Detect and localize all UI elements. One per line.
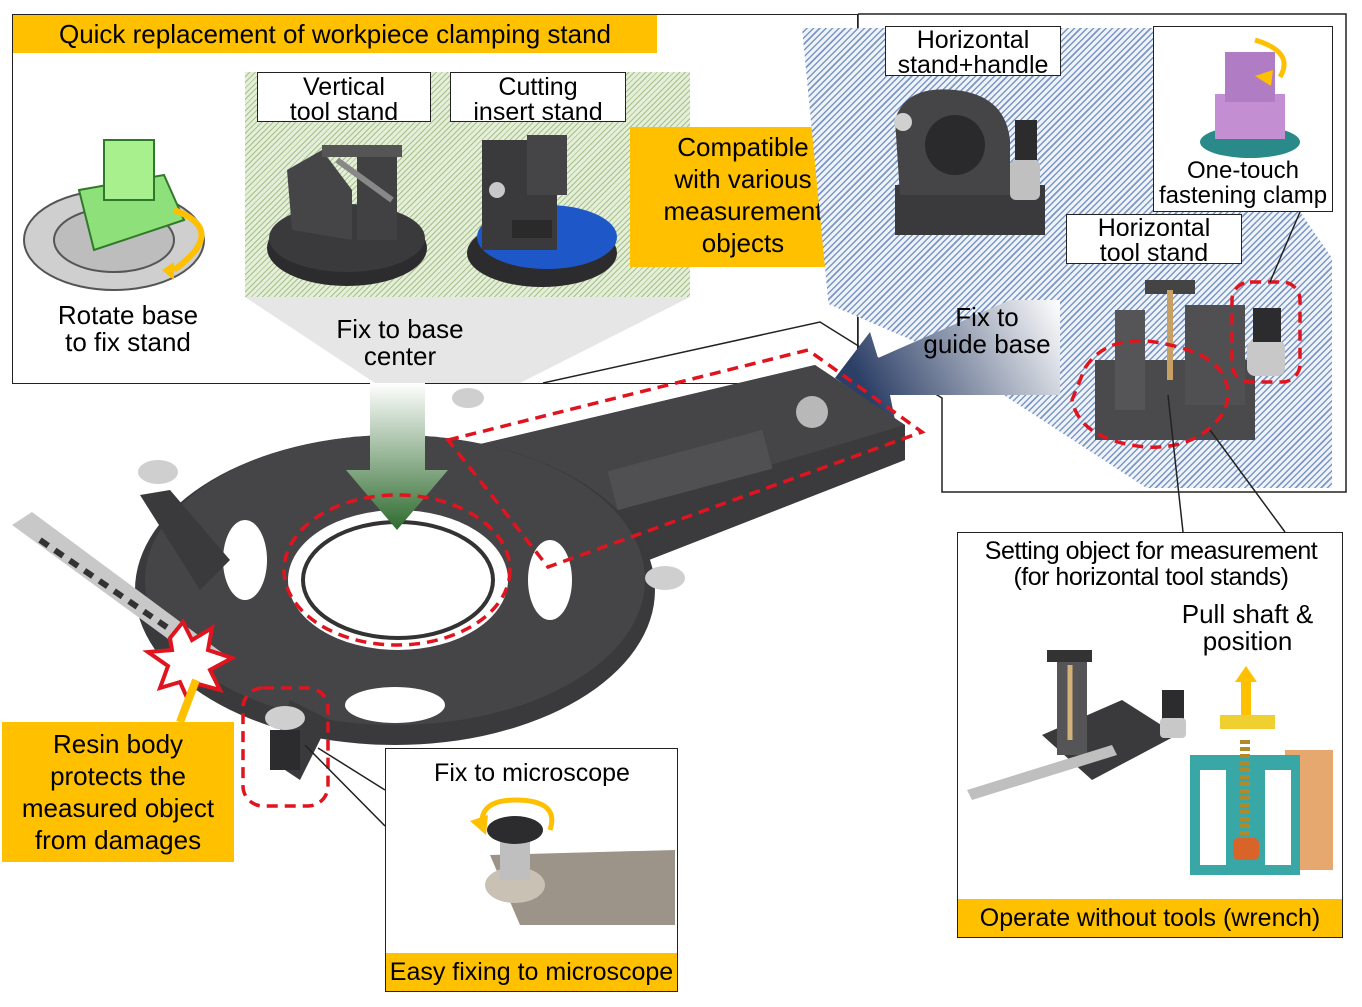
one-touch-clamp-label: One-touch fastening clamp [1158, 157, 1328, 210]
pull-shaft-drawing [1190, 666, 1333, 875]
rotate-base-image [23, 110, 231, 291]
pull-shaft-label: Pull shaft & position [1181, 599, 1314, 657]
setting-object-label: Setting object for measurement (for hori… [984, 537, 1318, 592]
operate-without-tools-label: Operate without tools (wrench) [958, 899, 1342, 937]
fix-base-center-label: Fix to base center [336, 314, 464, 372]
fix-guide-base-label: Fix to guide base [923, 302, 1051, 360]
one-touch-clamp-image [1200, 37, 1300, 158]
cutting-insert-stand-label: Cutting insert stand [450, 72, 626, 125]
microscope-fixing-image [470, 797, 675, 925]
resin-body-label: Resin body protects the measured object … [2, 722, 234, 862]
cutting-insert-stand-image [467, 135, 617, 287]
easy-fixing-label: Easy fixing to microscope [386, 953, 677, 991]
vertical-tool-stand-label: Vertical tool stand [257, 72, 431, 125]
fix-to-microscope-label: Fix to microscope [434, 759, 630, 787]
rotate-base-drawing [23, 139, 205, 291]
panel-title: Quick replacement of workpiece clamping … [13, 15, 657, 53]
setting-object-photo [967, 650, 1186, 800]
vertical-tool-stand-image [267, 145, 427, 286]
horizontal-tool-stand-image [1095, 280, 1285, 440]
horizontal-stand-handle-label: Horizontal stand+handle [885, 26, 1061, 78]
horizontal-tool-stand-label: Horizontal tool stand [1066, 214, 1242, 266]
compatible-label: Compatible with various measurement obje… [630, 127, 856, 267]
horizontal-stand-handle-image [894, 89, 1045, 235]
rotate-base-label: Rotate base to fix stand [57, 300, 199, 358]
